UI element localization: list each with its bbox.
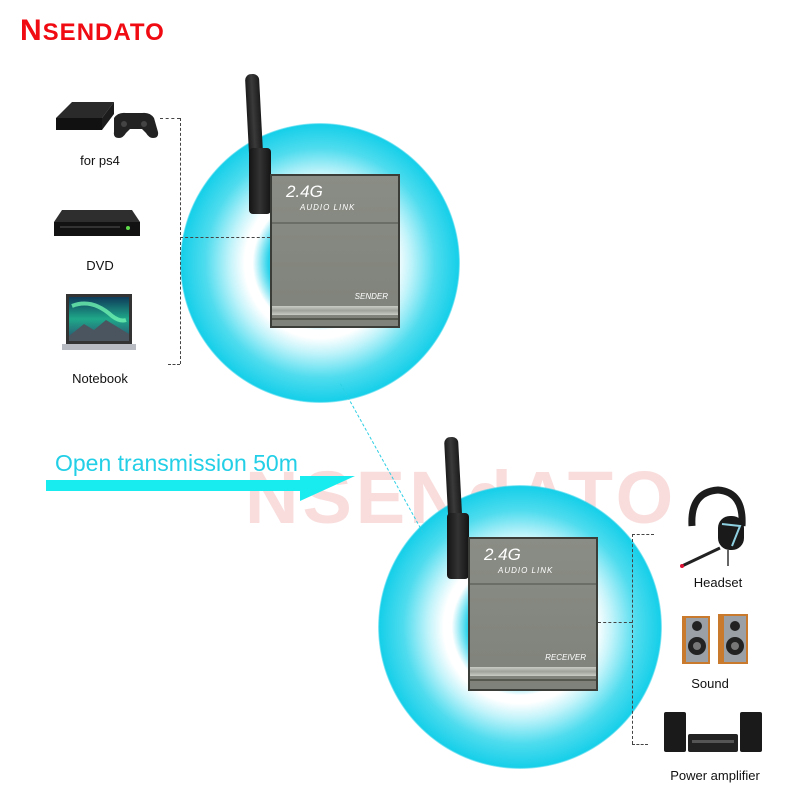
sender-subtitle: AUDIO LINK <box>300 203 356 212</box>
sender-role-label: SENDER <box>354 292 388 301</box>
speakers-icon <box>678 612 752 666</box>
receiver-subtitle: AUDIO LINK <box>498 566 554 575</box>
game-console-icon <box>52 96 162 142</box>
receiver-band: 2.4G <box>484 545 521 564</box>
source-label: Notebook <box>72 371 128 386</box>
bracket-connector <box>180 237 270 238</box>
stripe <box>272 306 398 315</box>
bracket-vertical <box>632 534 633 744</box>
sender-band: 2.4G <box>286 182 323 201</box>
logo-initial: N <box>20 14 43 47</box>
groove <box>470 679 596 681</box>
transmission-range-label: Open transmission 50m <box>55 450 298 476</box>
receiver-antenna-base <box>447 513 469 579</box>
bracket-bottom <box>168 364 180 365</box>
sender-device: 2.4G AUDIO LINK SENDER <box>270 174 400 328</box>
output-label: Headset <box>693 575 743 590</box>
headset-icon <box>678 486 748 568</box>
brand-logo: NSENDATO <box>20 14 165 48</box>
groove <box>470 583 596 585</box>
groove <box>272 222 398 224</box>
bracket-connector <box>598 622 632 623</box>
output-label: Power amplifier <box>670 768 760 783</box>
amplifier-icon <box>662 710 766 754</box>
receiver-device: 2.4G AUDIO LINK RECEIVER <box>468 537 598 691</box>
receiver-role-label: RECEIVER <box>545 653 586 662</box>
arrow-icon <box>46 480 306 491</box>
bracket-top <box>632 534 654 535</box>
source-label: for ps4 <box>80 153 120 168</box>
stripe <box>470 667 596 676</box>
groove <box>272 318 398 320</box>
logo-rest: SENDATO <box>42 19 165 46</box>
laptop-icon <box>62 292 136 358</box>
bracket-top <box>160 118 180 119</box>
sender-antenna-base <box>249 148 271 214</box>
bracket-vertical <box>180 118 181 364</box>
bracket-bottom <box>632 744 648 745</box>
arrow-head-icon <box>300 476 355 501</box>
dvd-player-icon <box>54 206 140 240</box>
source-label: DVD <box>86 258 114 273</box>
output-label: Sound <box>691 676 729 691</box>
